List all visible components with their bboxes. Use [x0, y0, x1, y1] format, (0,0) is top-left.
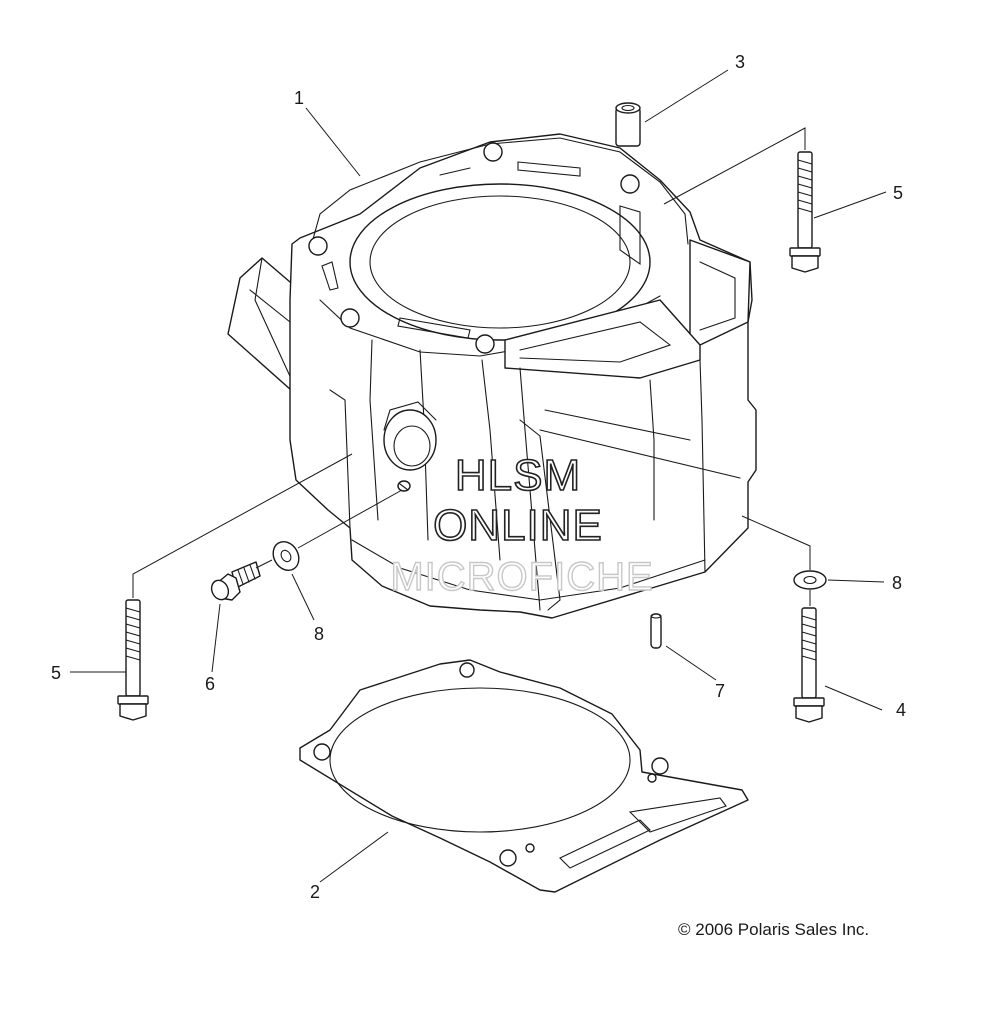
cylinder-bolt-4	[793, 607, 825, 723]
washer-8-left	[272, 540, 300, 572]
callout-5-left: 5	[51, 663, 61, 683]
copyright-notice: © 2006 Polaris Sales Inc.	[678, 920, 869, 939]
callout-1: 1	[294, 88, 304, 108]
callout-8-right: 8	[892, 573, 902, 593]
cylinder-bolt-5-left	[117, 599, 149, 721]
callout-6: 6	[205, 674, 215, 694]
callout-4: 4	[896, 700, 906, 720]
watermark-line-1: HLSM	[455, 451, 581, 500]
base-gasket	[299, 659, 749, 893]
watermark-line-3: MICROFICHE	[390, 555, 653, 599]
plug-screw-6	[210, 561, 261, 601]
callout-8-left: 8	[314, 624, 324, 644]
dowel-pin-7	[650, 613, 662, 649]
dowel-pin-3	[615, 102, 641, 147]
callout-7: 7	[715, 681, 725, 701]
watermark-line-2: ONLINE	[433, 501, 603, 550]
leader-lines	[70, 69, 887, 883]
callouts: 1 2 3 4 5 5 6 7 8 8	[51, 52, 906, 902]
cylinder-bolt-5-right	[789, 151, 821, 273]
watermark: HLSM ONLINE MICROFICHE	[390, 450, 654, 600]
callout-5-right: 5	[893, 183, 903, 203]
cylinder	[227, 133, 757, 619]
callout-2: 2	[310, 882, 320, 902]
washer-8-right	[793, 570, 827, 590]
callout-3: 3	[735, 52, 745, 72]
